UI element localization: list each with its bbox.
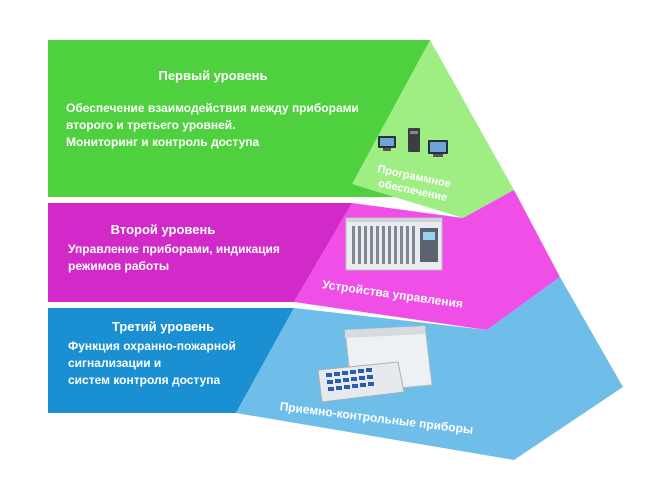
computer-workstations-icon xyxy=(378,128,448,157)
level3-description: Функция охранно-пожарной сигнализации и … xyxy=(68,339,236,387)
alarm-control-unit-icon xyxy=(317,325,433,403)
level2-description: Управление приборами, индикация режимов … xyxy=(68,242,280,273)
level1-face-label: Программное обеспечение xyxy=(374,163,455,205)
level1-band xyxy=(48,40,463,197)
level2-band xyxy=(48,203,352,302)
level1-right-face xyxy=(352,40,514,218)
keypad-buttons xyxy=(326,368,374,391)
level3-title: Третий уровень xyxy=(111,319,215,334)
level2-title: Второй уровень xyxy=(110,222,216,237)
level1-description: Обеспечение взаимодействия между прибора… xyxy=(66,101,359,149)
level3-band xyxy=(48,308,294,413)
control-panel-device-icon xyxy=(345,217,443,271)
level1-title: Первый уровень xyxy=(158,68,268,83)
